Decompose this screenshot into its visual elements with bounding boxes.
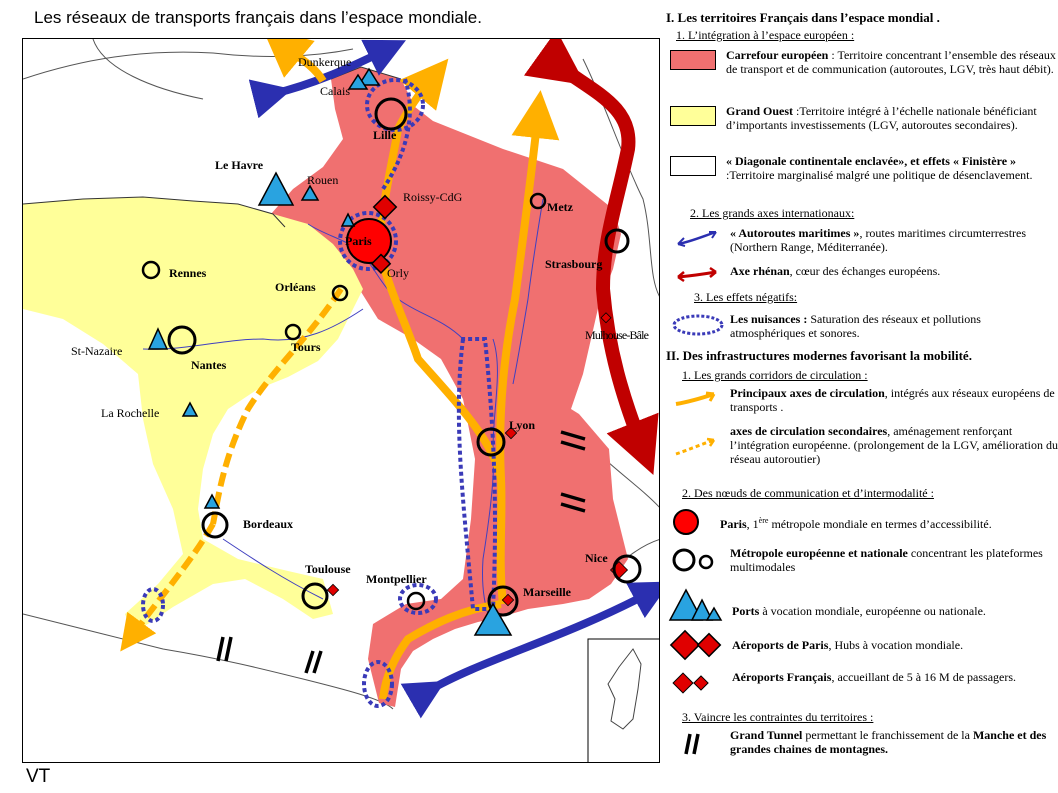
legend-item-maritime: « Autoroutes maritimes », routes maritim… — [670, 226, 1056, 254]
label-strasbourg: Strasbourg — [545, 257, 602, 271]
label-nice: Nice — [585, 551, 608, 565]
nuisances-ellipse-icon — [672, 314, 724, 336]
legend-item-secondaires: axes de circulation secondaires, aménage… — [670, 424, 1058, 466]
diagonale-swatch — [670, 156, 716, 176]
corsica-inset — [587, 638, 659, 762]
legend: I. Les territoires Français dans l’espac… — [664, 8, 1058, 778]
legend-sub-4: 1. Les grands corridors de circulation : — [682, 368, 868, 382]
legend-item-diagonale: « Diagonale continentale enclavée», et e… — [670, 154, 1056, 182]
axe-rhenan-arrow — [523, 39, 659, 475]
label-dunkerque: Dunkerque — [298, 55, 351, 69]
legend-item-tunnel: Grand Tunnel permettant le franchissemen… — [670, 728, 1056, 758]
label-rennes: Rennes — [169, 266, 207, 280]
label-lille: Lille — [373, 128, 397, 142]
label-rouen: Rouen — [307, 173, 338, 187]
metropole-circles-icon — [672, 548, 714, 572]
label-le-havre: Le Havre — [215, 158, 264, 172]
label-la-rochelle: La Rochelle — [101, 406, 159, 420]
legend-item-ports: Ports à vocation mondiale, européenne ou… — [668, 588, 1058, 624]
ports-triangles-icon — [668, 588, 723, 621]
author-initials: VT — [26, 766, 51, 787]
label-toulouse: Toulouse — [305, 562, 351, 576]
maritime-arrow-icon — [677, 230, 717, 247]
metropoles — [141, 97, 642, 617]
legend-sub-5: 2. Des nœuds de communication et d’inter… — [682, 486, 934, 500]
label-calais: Calais — [320, 84, 350, 98]
autoroutes-maritimes-arrows — [248, 39, 659, 719]
label-paris: Paris — [345, 234, 372, 248]
paris-circle-icon — [673, 509, 699, 535]
legend-item-principaux: Principaux axes de circulation, intégrés… — [670, 386, 1056, 414]
label-metz: Metz — [547, 200, 574, 214]
tunnel-icon — [684, 733, 700, 755]
legend-item-aeroports-francais: Aéroports Français, accueillant de 5 à 1… — [668, 668, 1058, 698]
legend-section-1: I. Les territoires Français dans l’espac… — [666, 10, 940, 25]
label-lyon: Lyon — [509, 418, 535, 432]
roissy-airport-icon — [372, 194, 398, 220]
carrefour-swatch — [670, 50, 716, 70]
label-roissy: Roissy-CdG — [403, 190, 463, 204]
legend-item-metropole: Métropole européenne et nationale concen… — [670, 546, 1056, 574]
orly-airport-icon — [370, 253, 392, 274]
label-tours: Tours — [291, 340, 321, 354]
rhenan-arrow-icon — [677, 266, 717, 283]
legend-sub-6: 3. Vaincre les contraintes du territoire… — [682, 710, 874, 724]
label-bordeaux: Bordeaux — [243, 517, 293, 531]
legend-sub-2: 2. Les grands axes internationaux: — [690, 206, 855, 220]
legend-item-rhenan: Axe rhénan, cœur des échanges européens. — [670, 264, 1056, 284]
map-frame: Dunkerque Calais Lille Le Havre Rouen Ro… — [22, 38, 660, 763]
france-map: Dunkerque Calais Lille Le Havre Rouen Ro… — [23, 39, 659, 762]
paris-node — [346, 218, 392, 264]
legend-item-carrefour: Carrefour européen : Territoire concentr… — [670, 48, 1056, 76]
label-marseille: Marseille — [523, 585, 572, 599]
principaux-axes — [262, 39, 560, 700]
grand-ouest-swatch — [670, 106, 716, 126]
label-montpellier: Montpellier — [366, 572, 427, 586]
ports — [147, 67, 513, 636]
tunnel-markers — [216, 430, 586, 674]
legend-section-2: II. Des infrastructures modernes favoris… — [666, 348, 972, 363]
label-st-nazaire: St-Nazaire — [71, 344, 122, 358]
paris-airports-diamonds-icon — [669, 629, 722, 661]
legend-item-paris: Paris, 1ère métropole mondiale en termes… — [670, 508, 1056, 536]
label-mulhouse: Mulhouse-Bâle — [585, 328, 649, 342]
secondary-axis-icon — [675, 437, 716, 456]
legend-sub-3: 3. Les effets négatifs: — [694, 290, 798, 304]
secondaires-axes — [120, 287, 344, 652]
legend-item-grand-ouest: Grand Ouest :Territoire intégré à l’éche… — [670, 104, 1056, 132]
legend-item-aeroports-paris: Aéroports de Paris, Hubs à vocation mond… — [668, 628, 1058, 662]
legend-sub-1: 1. L’intégration à l’espace européen : — [676, 28, 855, 42]
principal-axis-icon — [675, 391, 716, 406]
label-orly: Orly — [387, 266, 409, 280]
legend-item-nuisances: Les nuisances : Saturation des réseaux e… — [670, 312, 1056, 340]
label-nantes: Nantes — [191, 358, 227, 372]
label-orleans: Orléans — [275, 280, 316, 294]
page-title: Les réseaux de transports français dans … — [34, 8, 482, 27]
french-airports-diamonds-icon — [672, 672, 709, 694]
